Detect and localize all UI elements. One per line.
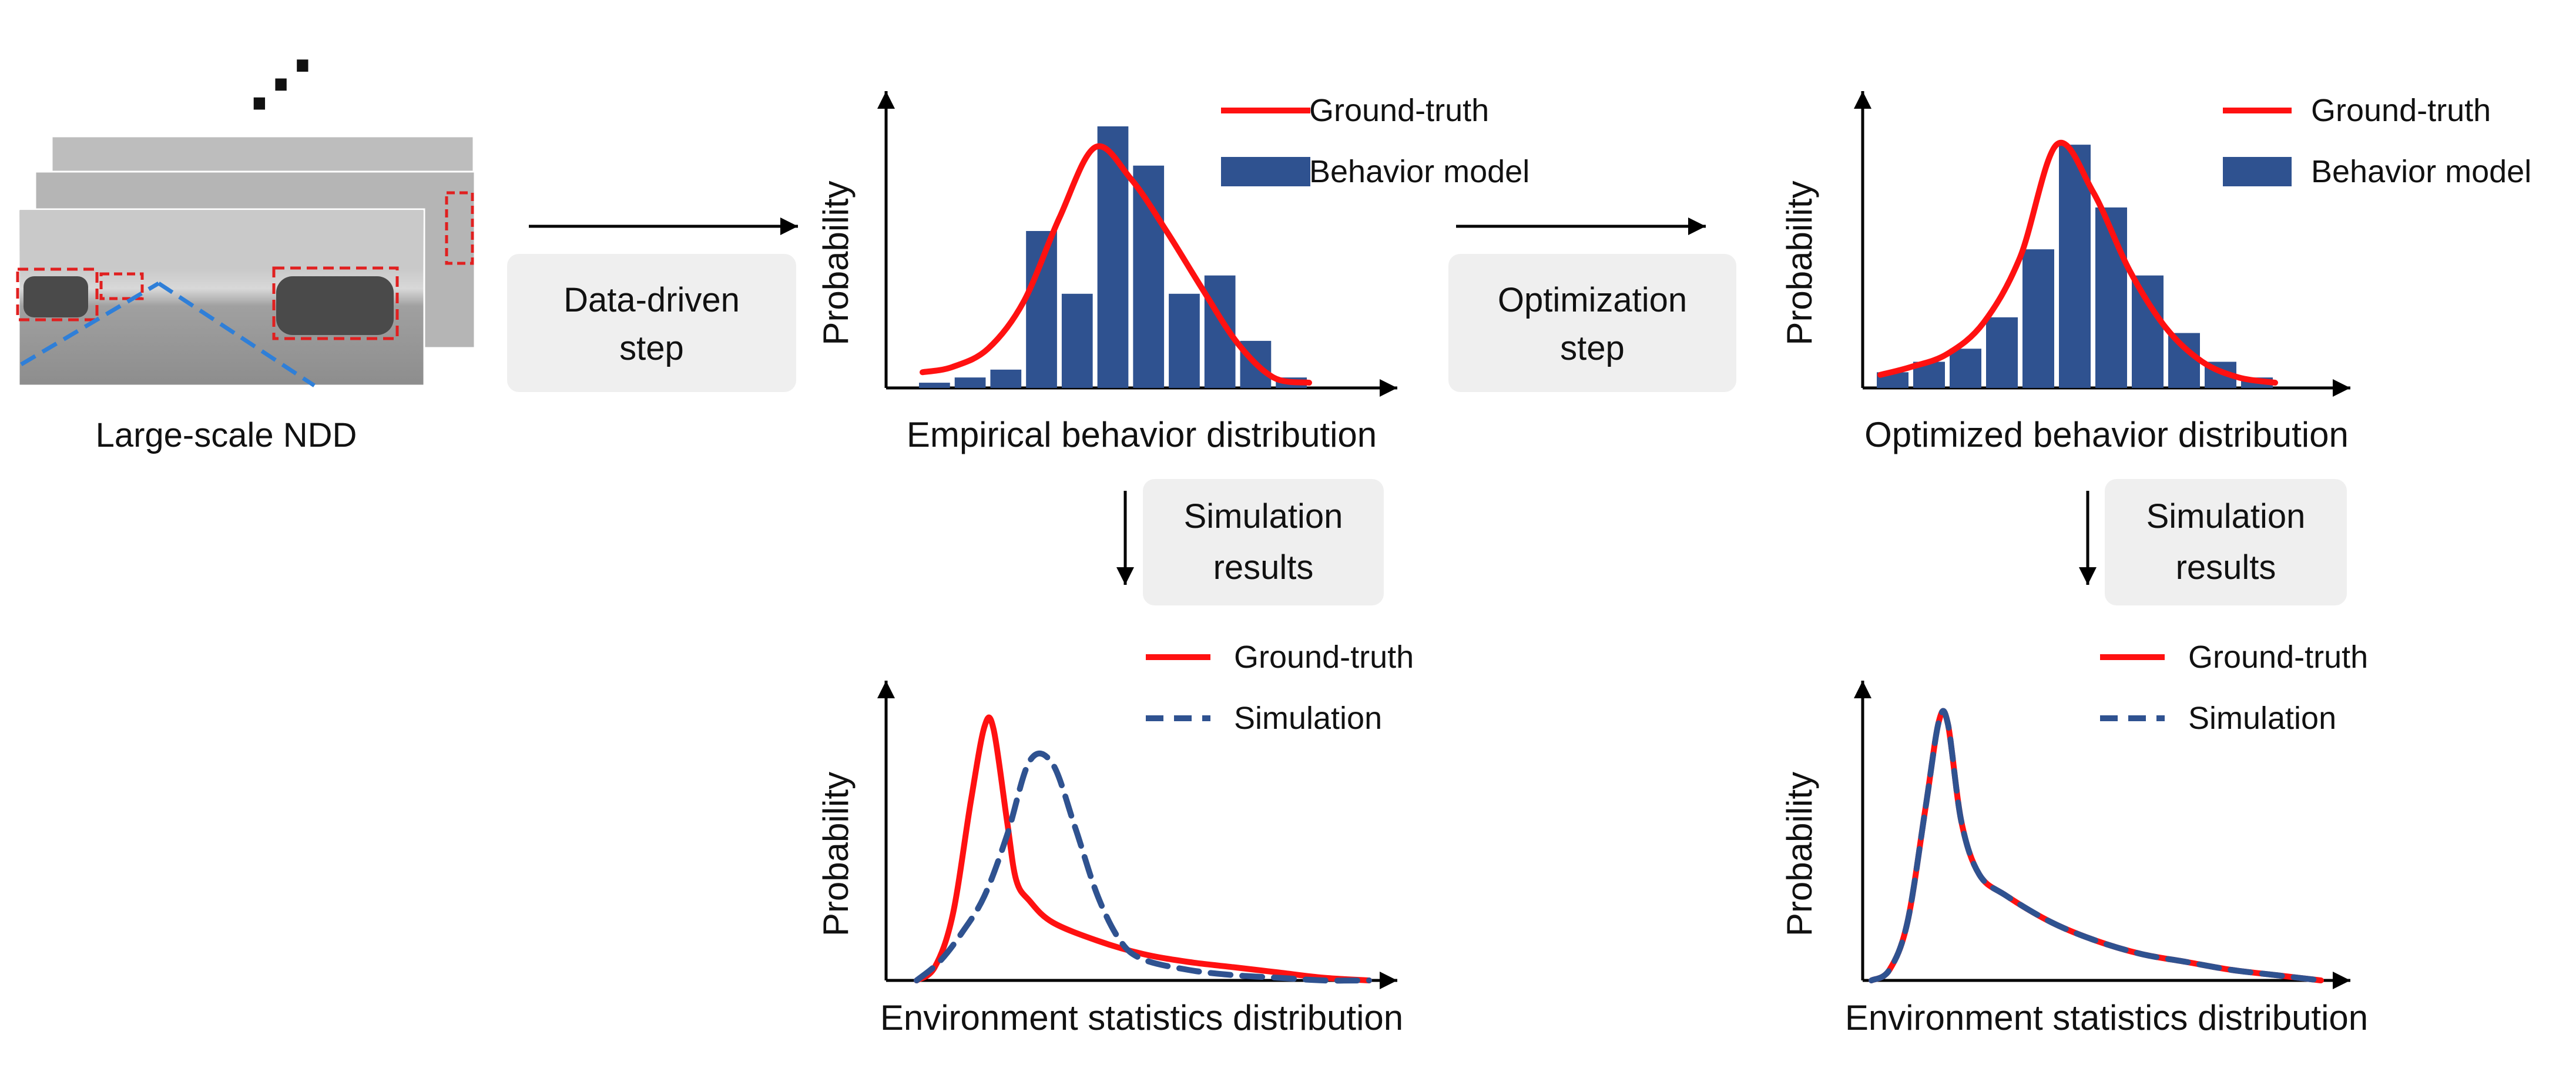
step-box-optimization: Optimization step bbox=[1448, 254, 1736, 392]
legend-label: Behavior model bbox=[1309, 154, 1530, 189]
lane-line bbox=[20, 281, 160, 367]
x-axis-label: Empirical behavior distribution bbox=[907, 415, 1377, 454]
bar bbox=[1169, 293, 1200, 388]
legend-label: Ground-truth bbox=[2188, 640, 2368, 675]
bar bbox=[1061, 293, 1093, 388]
detection-box bbox=[445, 191, 474, 265]
legend-label: Ground-truth bbox=[1309, 93, 1489, 128]
step-label-line2: results bbox=[2176, 548, 2276, 587]
detection-box bbox=[99, 272, 144, 300]
stack-dots: ⋰ bbox=[249, 49, 313, 121]
detection-box bbox=[272, 266, 399, 340]
bar bbox=[954, 377, 986, 388]
ndd-caption: Large-scale NDD bbox=[96, 416, 357, 454]
step-label-line2: step bbox=[1560, 329, 1625, 367]
step-box-simulation-right: Simulation results bbox=[2105, 479, 2347, 605]
bar bbox=[2132, 275, 2164, 388]
detection-box bbox=[16, 267, 99, 322]
step-label-line1: Data-driven bbox=[564, 281, 740, 319]
car-shape bbox=[276, 276, 394, 335]
legend-label: Ground-truth bbox=[2311, 93, 2491, 128]
bar bbox=[2168, 333, 2200, 388]
legend-swatch-behavior-model bbox=[2223, 157, 2292, 186]
bar bbox=[2022, 249, 2054, 388]
simulation-curve bbox=[914, 751, 1372, 984]
ground-truth-curve bbox=[920, 143, 1312, 386]
step-label-line1: Optimization bbox=[1498, 281, 1687, 319]
step-label-line1: Simulation bbox=[1184, 497, 1343, 535]
y-axis-label: Probability bbox=[816, 180, 856, 345]
step-label-line1: Simulation bbox=[2146, 497, 2306, 535]
x-axis-label: Environment statistics distribution bbox=[1845, 998, 2368, 1037]
legend-swatch-behavior-model bbox=[1221, 157, 1310, 186]
lane-line bbox=[157, 282, 316, 387]
ground-truth-curve bbox=[914, 714, 1372, 983]
step-label-line2: results bbox=[1213, 548, 1314, 587]
sky-band bbox=[20, 210, 423, 269]
bar bbox=[1950, 349, 1981, 388]
ground-truth-curve bbox=[1877, 140, 2278, 386]
legend-label: Simulation bbox=[1234, 701, 1382, 736]
bar bbox=[2059, 145, 2091, 388]
ndd-image-stack bbox=[16, 135, 476, 387]
bar bbox=[919, 383, 950, 388]
step-box-simulation-left: Simulation results bbox=[1143, 479, 1384, 605]
car-shape bbox=[24, 276, 88, 317]
x-axis-label: Optimized behavior distribution bbox=[1864, 415, 2349, 454]
x-axis-label: Environment statistics distribution bbox=[880, 998, 1403, 1037]
y-axis-label: Probability bbox=[1780, 772, 1819, 936]
legend-label: Behavior model bbox=[2311, 154, 2531, 189]
bar bbox=[1986, 317, 2018, 388]
bar bbox=[990, 369, 1022, 388]
legend-label: Ground-truth bbox=[1234, 640, 1414, 675]
y-axis-label: Probability bbox=[816, 772, 856, 936]
step-box-data-driven: Data-driven step bbox=[507, 254, 796, 392]
simulation-curve bbox=[1869, 708, 2324, 983]
legend-label: Simulation bbox=[2188, 701, 2336, 736]
y-axis-label: Probability bbox=[1780, 180, 1819, 345]
step-label-line2: step bbox=[619, 329, 684, 367]
ndd-frame-front bbox=[16, 208, 425, 387]
